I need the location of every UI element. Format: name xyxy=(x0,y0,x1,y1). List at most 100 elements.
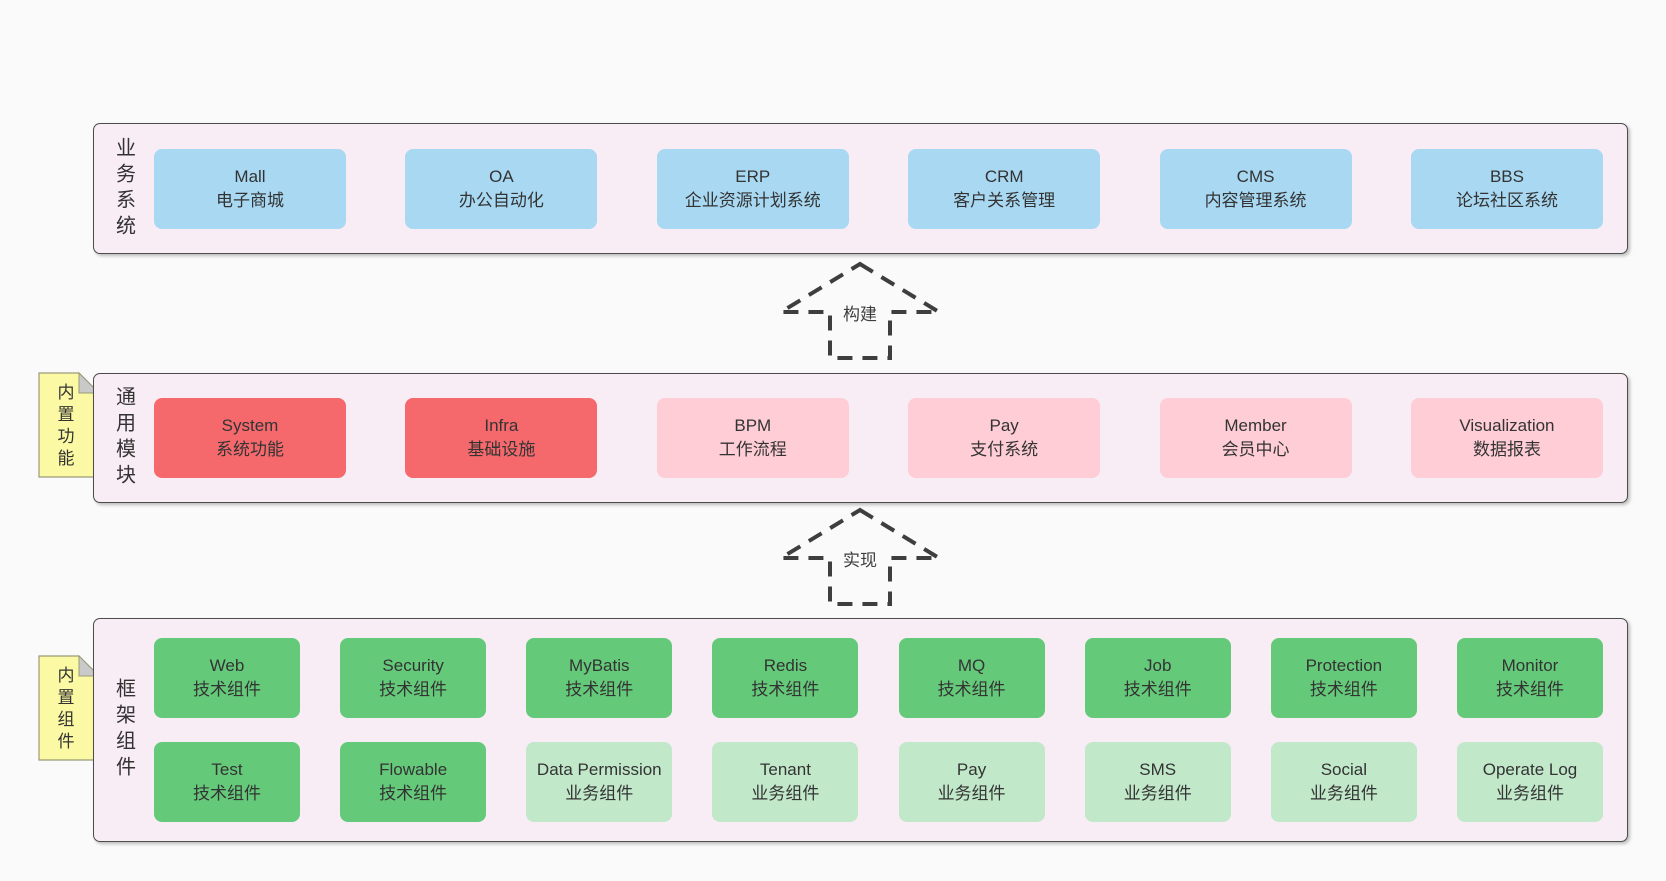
band-common-modules: 通用模块 System 系统功能 Infra 基础设施 BPM 工作流程 Pay… xyxy=(93,373,1628,503)
node-desc: 客户关系管理 xyxy=(953,190,1056,210)
node-name: Mall xyxy=(234,166,266,186)
node-name: BPM xyxy=(734,416,772,436)
node-desc: 会员中心 xyxy=(1221,440,1290,459)
node-desc: 支付系统 xyxy=(970,440,1039,459)
node-name: CRM xyxy=(984,166,1024,186)
node-name: OA xyxy=(489,166,514,186)
band-business-systems: 业务系统 Mall 电子商城 OA 办公自动化 ERP 企业资源计划系统 CRM… xyxy=(93,123,1628,254)
node-web: Web 技术组件 xyxy=(154,638,300,718)
node-desc: 业务组件 xyxy=(1309,784,1378,803)
node-name: Tenant xyxy=(759,760,811,780)
band-label-common-modules: 通用模块 xyxy=(112,386,135,490)
node-name: MyBatis xyxy=(569,656,630,676)
node-name: Redis xyxy=(763,656,808,676)
node-protection: Protection 技术组件 xyxy=(1270,638,1417,718)
node-mall: Mall 电子商城 xyxy=(154,148,346,229)
node-desc: 业务组件 xyxy=(565,784,634,803)
node-name: CMS xyxy=(1236,166,1275,186)
node-desc: 技术组件 xyxy=(379,784,448,803)
node-infra: Infra 基础设施 xyxy=(405,398,598,478)
sticky-note-built-in-components: 内置组件 xyxy=(38,655,100,761)
node-bbs: BBS 论坛社区系统 xyxy=(1410,148,1603,229)
node-name: Operate Log xyxy=(1482,760,1578,780)
node-desc: 企业资源计划系统 xyxy=(684,190,821,210)
node-mq: MQ 技术组件 xyxy=(898,638,1045,718)
node-name: BBS xyxy=(1489,166,1524,186)
node-name: Security xyxy=(382,656,444,676)
node-flowable: Flowable 技术组件 xyxy=(340,742,487,822)
node-name: Member xyxy=(1224,416,1287,436)
node-crm: CRM 客户关系管理 xyxy=(908,148,1101,229)
node-desc: 技术组件 xyxy=(751,680,820,699)
node-data-permission: Data Permission 业务组件 xyxy=(526,742,673,822)
node-desc: 电子商城 xyxy=(216,190,284,210)
node-name: ERP xyxy=(735,166,771,186)
node-erp: ERP 企业资源计划系统 xyxy=(656,148,849,229)
node-job: Job 技术组件 xyxy=(1084,638,1231,718)
arrow-build: 构建 xyxy=(775,260,945,362)
arrow-label: 实现 xyxy=(839,544,881,573)
node-pay: Pay 支付系统 xyxy=(908,398,1101,478)
node-redis: Redis 技术组件 xyxy=(712,638,859,718)
node-name: Infra xyxy=(484,416,519,436)
band-label-business-systems: 业务系统 xyxy=(112,136,135,241)
up-arrow-icon xyxy=(775,507,945,606)
node-desc: 工作流程 xyxy=(718,440,787,459)
node-security: Security 技术组件 xyxy=(340,638,487,718)
node-desc: 技术组件 xyxy=(565,680,634,699)
node-name: Flowable xyxy=(379,760,448,780)
node-name: Visualization xyxy=(1459,416,1555,436)
node-system: System 系统功能 xyxy=(154,398,346,478)
node-desc: 业务组件 xyxy=(1495,784,1564,803)
node-desc: 技术组件 xyxy=(193,680,261,699)
node-sms: SMS 业务组件 xyxy=(1084,742,1231,822)
node-desc: 技术组件 xyxy=(1309,680,1378,699)
arrow-label: 构建 xyxy=(839,298,881,327)
note-label: 内置组件 xyxy=(54,666,74,754)
node-desc: 基础设施 xyxy=(467,440,536,459)
node-desc: 技术组件 xyxy=(379,680,448,699)
node-name: MQ xyxy=(957,656,986,676)
node-test: Test 技术组件 xyxy=(154,742,300,822)
node-desc: 业务组件 xyxy=(1123,784,1192,803)
arrow-implement: 实现 xyxy=(775,506,945,608)
node-name: Data Permission xyxy=(536,760,662,780)
node-oa: OA 办公自动化 xyxy=(405,148,598,229)
business-systems-boxes: Mall 电子商城 OA 办公自动化 ERP 企业资源计划系统 CRM 客户关系… xyxy=(154,148,1627,229)
node-member: Member 会员中心 xyxy=(1159,398,1352,478)
node-name: Web xyxy=(209,656,245,676)
band-label-framework-components: 框架组件 xyxy=(112,678,135,782)
node-desc: 办公自动化 xyxy=(458,190,544,210)
node-desc: 业务组件 xyxy=(937,784,1006,803)
node-visualization: Visualization 数据报表 xyxy=(1410,398,1603,478)
node-name: Social xyxy=(1320,760,1367,780)
node-social: Social 业务组件 xyxy=(1270,742,1417,822)
node-mybatis: MyBatis 技术组件 xyxy=(526,638,673,718)
node-pay-biz: Pay 业务组件 xyxy=(898,742,1045,822)
node-desc: 内容管理系统 xyxy=(1204,190,1307,210)
node-cms: CMS 内容管理系统 xyxy=(1159,148,1352,229)
node-operate-log: Operate Log 业务组件 xyxy=(1456,742,1603,822)
node-name: Monitor xyxy=(1501,656,1559,676)
node-desc: 技术组件 xyxy=(937,680,1006,699)
node-name: Test xyxy=(211,760,243,780)
node-name: Pay xyxy=(956,760,987,780)
common-modules-boxes: System 系统功能 Infra 基础设施 BPM 工作流程 Pay 支付系统… xyxy=(154,398,1627,478)
node-bpm: BPM 工作流程 xyxy=(656,398,849,478)
node-desc: 系统功能 xyxy=(216,440,284,459)
node-tenant: Tenant 业务组件 xyxy=(712,742,859,822)
sticky-note-built-in-features: 内置功能 xyxy=(38,372,100,478)
band-framework-components: 框架组件 Web 技术组件 Security 技术组件 MyBatis 技术组件… xyxy=(93,618,1628,842)
node-name: Job xyxy=(1143,656,1172,676)
node-desc: 技术组件 xyxy=(1495,680,1564,699)
framework-components-grid: Web 技术组件 Security 技术组件 MyBatis 技术组件 Redi… xyxy=(154,638,1627,822)
node-desc: 技术组件 xyxy=(1123,680,1192,699)
node-monitor: Monitor 技术组件 xyxy=(1456,638,1603,718)
up-arrow-icon xyxy=(775,261,945,360)
node-desc: 业务组件 xyxy=(751,784,820,803)
node-desc: 论坛社区系统 xyxy=(1455,190,1558,210)
node-name: SMS xyxy=(1139,760,1177,780)
node-name: Protection xyxy=(1305,656,1383,676)
node-name: Pay xyxy=(989,416,1019,436)
